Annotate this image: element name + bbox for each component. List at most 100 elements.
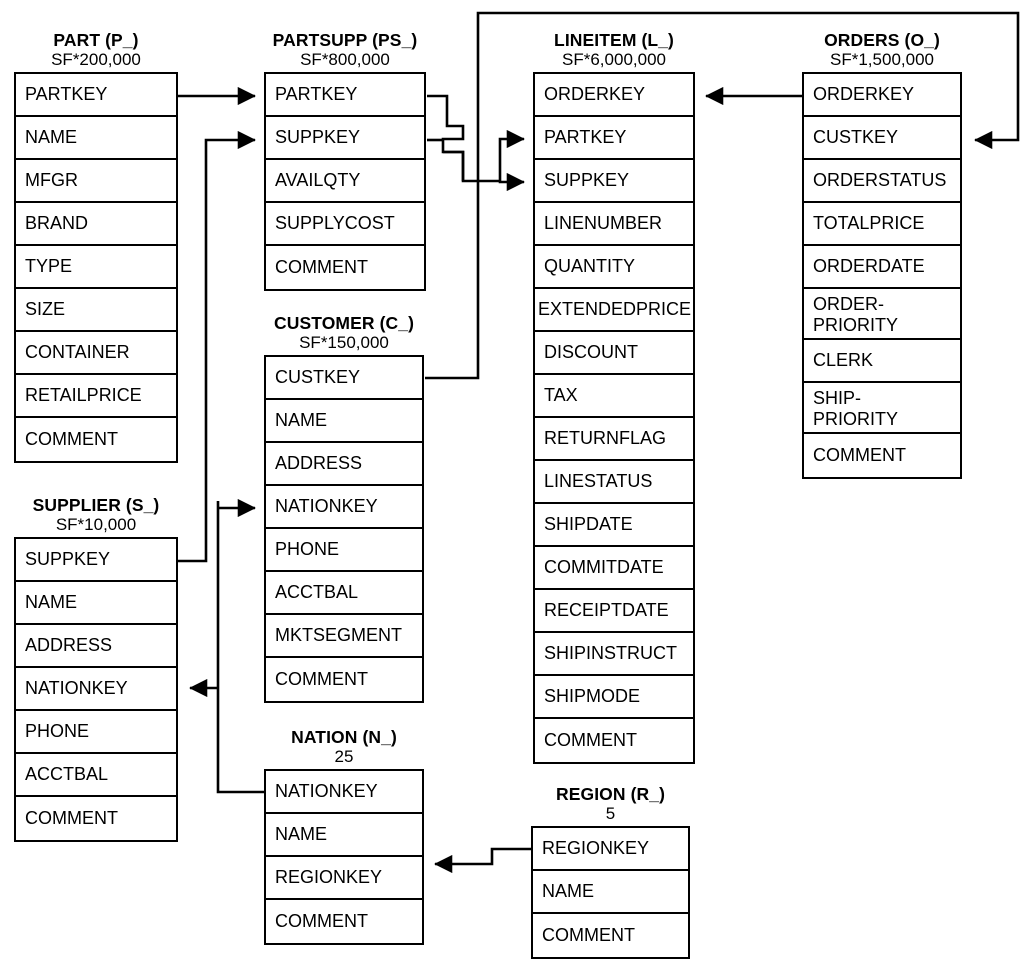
- attr-orders-orderstatus[interactable]: ORDERSTATUS: [804, 160, 960, 203]
- attr-supplier-phone[interactable]: PHONE: [16, 711, 176, 754]
- attr-lineitem-shipmode[interactable]: SHIPMODE: [535, 676, 693, 719]
- attr-partsupp-comment[interactable]: COMMENT: [266, 246, 424, 289]
- attr-part-comment[interactable]: COMMENT: [16, 418, 176, 461]
- attr-region-regionkey[interactable]: REGIONKEY: [533, 828, 688, 871]
- attr-orders-totalprice[interactable]: TOTALPRICE: [804, 203, 960, 246]
- attr-customer-address[interactable]: ADDRESS: [266, 443, 422, 486]
- attr-part-type[interactable]: TYPE: [16, 246, 176, 289]
- attr-partsupp-suppkey[interactable]: SUPPKEY: [266, 117, 424, 160]
- attr-lineitem-suppkey[interactable]: SUPPKEY: [535, 160, 693, 203]
- entity-lineitem-cardinality: SF*6,000,000: [562, 50, 666, 69]
- attr-part-name[interactable]: NAME: [16, 117, 176, 160]
- attr-customer-acctbal[interactable]: ACCTBAL: [266, 572, 422, 615]
- entity-part-box: PARTKEY NAME MFGR BRAND TYPE SIZE CONTAI…: [14, 72, 178, 463]
- attr-part-mfgr[interactable]: MFGR: [16, 160, 176, 203]
- attr-lineitem-partkey[interactable]: PARTKEY: [535, 117, 693, 160]
- attr-lineitem-tax[interactable]: TAX: [535, 375, 693, 418]
- attr-nation-name[interactable]: NAME: [266, 814, 422, 857]
- attr-part-container[interactable]: CONTAINER: [16, 332, 176, 375]
- wire-partsupp-branch: [443, 150, 500, 183]
- entity-lineitem-box: ORDERKEY PARTKEY SUPPKEY LINENUMBER QUAN…: [533, 72, 695, 764]
- attr-customer-nationkey[interactable]: NATIONKEY: [266, 486, 422, 529]
- attr-lineitem-shipinstruct[interactable]: SHIPINSTRUCT: [535, 633, 693, 676]
- attr-partsupp-partkey[interactable]: PARTKEY: [266, 74, 424, 117]
- attr-customer-custkey[interactable]: CUSTKEY: [266, 357, 422, 400]
- entity-nation-box: NATIONKEY NAME REGIONKEY COMMENT: [264, 769, 424, 945]
- attr-lineitem-shipdate[interactable]: SHIPDATE: [535, 504, 693, 547]
- attr-orders-orderpriority[interactable]: ORDER-PRIORITY: [804, 289, 960, 340]
- attr-lineitem-quantity[interactable]: QUANTITY: [535, 246, 693, 289]
- entity-part-title: PART (P_): [53, 30, 139, 50]
- wire-lineitem-suppkey-arrow: [498, 172, 525, 192]
- wire-lineitem-partkey-arrow: [498, 129, 525, 181]
- attr-nation-nationkey[interactable]: NATIONKEY: [266, 771, 422, 814]
- attr-lineitem-comment[interactable]: COMMENT: [535, 719, 693, 762]
- entity-nation[interactable]: NATION (N_) 25 NATIONKEY NAME REGIONKEY …: [264, 727, 424, 945]
- attr-orders-clerk[interactable]: CLERK: [804, 340, 960, 383]
- attr-supplier-name[interactable]: NAME: [16, 582, 176, 625]
- attr-lineitem-extendedprice[interactable]: EXTENDEDPRICE: [535, 289, 693, 332]
- attr-lineitem-linestatus[interactable]: LINESTATUS: [535, 461, 693, 504]
- entity-part-cardinality: SF*200,000: [51, 50, 141, 69]
- attr-part-size[interactable]: SIZE: [16, 289, 176, 332]
- wire-partsupp-lineitem-partkey: [427, 94, 465, 181]
- attr-supplier-address[interactable]: ADDRESS: [16, 625, 176, 668]
- attr-supplier-comment[interactable]: COMMENT: [16, 797, 176, 840]
- attr-supplier-suppkey[interactable]: SUPPKEY: [16, 539, 176, 582]
- entity-customer-cardinality: SF*150,000: [299, 333, 389, 352]
- entity-supplier[interactable]: SUPPLIER (S_) SF*10,000 SUPPKEY NAME ADD…: [14, 495, 178, 842]
- wire-region-nation: [434, 847, 531, 874]
- entity-supplier-cardinality: SF*10,000: [55, 515, 137, 534]
- entity-region-box: REGIONKEY NAME COMMENT: [531, 826, 690, 959]
- attr-orders-orderkey[interactable]: ORDERKEY: [804, 74, 960, 117]
- entity-region-cardinality: 5: [605, 804, 616, 823]
- entity-orders-box: ORDERKEY CUSTKEY ORDERSTATUS TOTALPRICE …: [802, 72, 962, 479]
- attr-region-name[interactable]: NAME: [533, 871, 688, 914]
- attr-customer-name[interactable]: NAME: [266, 400, 422, 443]
- entity-nation-title: NATION (N_): [291, 727, 397, 747]
- attr-orders-custkey[interactable]: CUSTKEY: [804, 117, 960, 160]
- attr-nation-regionkey[interactable]: REGIONKEY: [266, 857, 422, 900]
- attr-lineitem-receiptdate[interactable]: RECEIPTDATE: [535, 590, 693, 633]
- wire-supplier-partsupp: [178, 130, 256, 563]
- attr-lineitem-returnflag[interactable]: RETURNFLAG: [535, 418, 693, 461]
- entity-part[interactable]: PART (P_) SF*200,000 PARTKEY NAME MFGR B…: [14, 30, 178, 463]
- entity-customer[interactable]: CUSTOMER (C_) SF*150,000 CUSTKEY NAME AD…: [264, 313, 424, 703]
- attr-customer-phone[interactable]: PHONE: [266, 529, 422, 572]
- attr-part-retailprice[interactable]: RETAILPRICE: [16, 375, 176, 418]
- attr-region-comment[interactable]: COMMENT: [533, 914, 688, 957]
- attr-lineitem-orderkey[interactable]: ORDERKEY: [535, 74, 693, 117]
- entity-region[interactable]: REGION (R_) 5 REGIONKEY NAME COMMENT: [531, 784, 690, 959]
- attr-lineitem-commitdate[interactable]: COMMITDATE: [535, 547, 693, 590]
- entity-customer-box: CUSTKEY NAME ADDRESS NATIONKEY PHONE ACC…: [264, 355, 424, 703]
- attr-part-partkey[interactable]: PARTKEY: [16, 74, 176, 117]
- attr-supplier-acctbal[interactable]: ACCTBAL: [16, 754, 176, 797]
- attr-partsupp-supplycost[interactable]: SUPPLYCOST: [266, 203, 424, 246]
- attr-supplier-nationkey[interactable]: NATIONKEY: [16, 668, 176, 711]
- attr-orders-shippriority[interactable]: SHIP-PRIORITY: [804, 383, 960, 434]
- entity-orders-title: ORDERS (O_): [824, 30, 940, 50]
- entity-supplier-box: SUPPKEY NAME ADDRESS NATIONKEY PHONE ACC…: [14, 537, 178, 842]
- attr-nation-comment[interactable]: COMMENT: [266, 900, 422, 943]
- entity-region-title: REGION (R_): [555, 784, 666, 804]
- attr-customer-mktsegment[interactable]: MKTSEGMENT: [266, 615, 422, 658]
- entity-partsupp[interactable]: PARTSUPP (PS_) SF*800,000 PARTKEY SUPPKE…: [264, 30, 426, 291]
- entity-orders-cardinality: SF*1,500,000: [830, 50, 934, 69]
- attr-partsupp-availqty[interactable]: AVAILQTY: [266, 160, 424, 203]
- entity-lineitem[interactable]: LINEITEM (L_) SF*6,000,000 ORDERKEY PART…: [533, 30, 695, 764]
- attr-orders-comment[interactable]: COMMENT: [804, 434, 960, 477]
- entity-nation-cardinality: 25: [334, 747, 354, 766]
- attr-orders-orderdate[interactable]: ORDERDATE: [804, 246, 960, 289]
- attr-lineitem-discount[interactable]: DISCOUNT: [535, 332, 693, 375]
- attr-lineitem-linenumber[interactable]: LINENUMBER: [535, 203, 693, 246]
- attr-customer-comment[interactable]: COMMENT: [266, 658, 422, 701]
- entity-customer-title: CUSTOMER (C_): [273, 313, 414, 333]
- entity-lineitem-title: LINEITEM (L_): [554, 30, 674, 50]
- entity-partsupp-box: PARTKEY SUPPKEY AVAILQTY SUPPLYCOST COMM…: [264, 72, 426, 291]
- attr-part-brand[interactable]: BRAND: [16, 203, 176, 246]
- entity-partsupp-title: PARTSUPP (PS_): [272, 30, 418, 50]
- wire-nation-trunk: [216, 501, 264, 794]
- entity-supplier-title: SUPPLIER (S_): [32, 495, 160, 515]
- entity-orders[interactable]: ORDERS (O_) SF*1,500,000 ORDERKEY CUSTKE…: [802, 30, 962, 479]
